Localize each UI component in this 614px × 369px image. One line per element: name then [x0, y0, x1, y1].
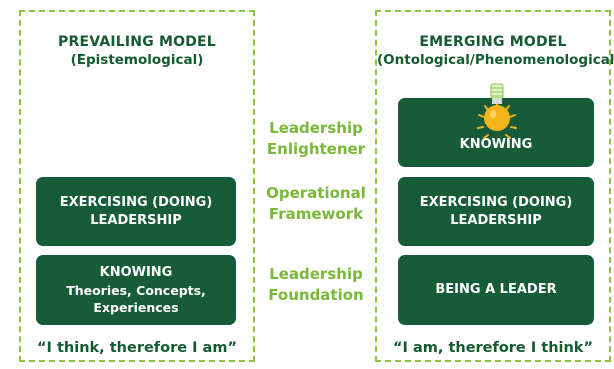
- enlightener-line1: Leadership: [269, 119, 363, 137]
- exercising-line2: LEADERSHIP: [90, 212, 182, 228]
- exercising-leadership-box: EXERCISING (DOING) LEADERSHIP: [36, 177, 236, 246]
- exercising-emerging-line1: EXERCISING (DOING): [419, 194, 573, 210]
- knowing-emerging-label: KNOWING: [459, 136, 533, 152]
- prevailing-model-subtitle: (Epistemological): [70, 52, 204, 68]
- prevailing-model-panel: PREVAILING MODEL (Epistemological) EXERC…: [19, 10, 255, 362]
- leadership-foundation-label: Leadership Foundation: [258, 264, 374, 306]
- leadership-enlightener-label: Leadership Enlightener: [258, 118, 374, 160]
- exercising-leadership-box-emerging: EXERCISING (DOING) LEADERSHIP: [398, 177, 594, 246]
- exercising-emerging-line2: LEADERSHIP: [450, 212, 542, 228]
- foundation-line2: Foundation: [268, 286, 364, 304]
- exercising-line1: EXERCISING (DOING): [59, 194, 213, 210]
- prevailing-quote: “I think, therefore I am”: [37, 340, 237, 356]
- knowing-line2: Theories, Concepts,: [66, 283, 206, 298]
- emerging-model-subtitle: (Ontological/Phenomenological): [377, 52, 614, 68]
- knowing-line1: KNOWING: [99, 265, 173, 280]
- framework-line2: Framework: [268, 205, 364, 223]
- being-a-leader-label: BEING A LEADER: [435, 282, 557, 297]
- being-a-leader-box: BEING A LEADER: [398, 255, 594, 325]
- lightbulb-icon: [477, 83, 517, 139]
- emerging-quote: “I am, therefore I think”: [393, 340, 593, 356]
- emerging-model-panel: EMERGING MODEL (Ontological/Phenomenolog…: [375, 10, 614, 362]
- enlightener-line2: Enlightener: [266, 140, 366, 158]
- operational-framework-label: Operational Framework: [258, 183, 374, 225]
- foundation-line1: Leadership: [269, 265, 363, 283]
- emerging-model-title: EMERGING MODEL: [419, 34, 567, 50]
- prevailing-model-title: PREVAILING MODEL: [58, 34, 216, 50]
- knowing-box: KNOWING Theories, Concepts, Experiences: [36, 255, 236, 325]
- framework-line1: Operational: [266, 184, 366, 202]
- knowing-line3: Experiences: [93, 300, 179, 315]
